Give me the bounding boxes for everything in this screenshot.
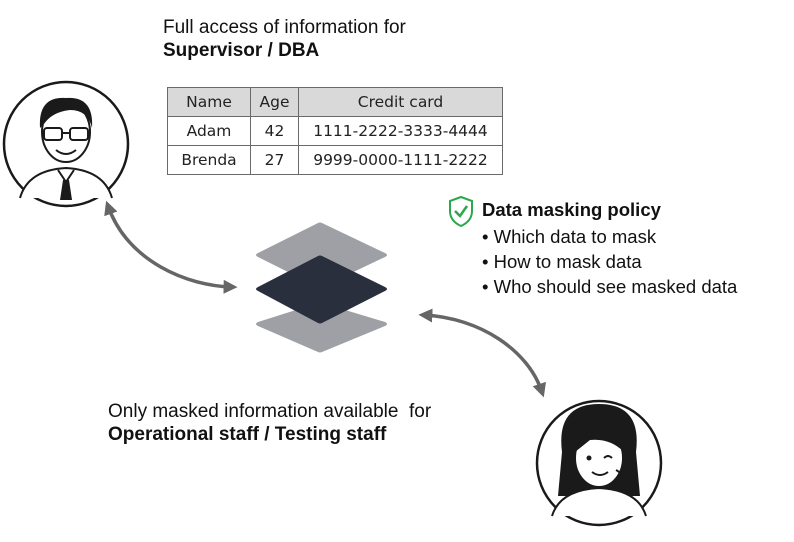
database-layers-icon <box>256 222 387 353</box>
table-row: Adam 42 1111-2222-3333-4444 <box>167 116 503 146</box>
table-cell: 9999-0000-1111-2222 <box>298 145 503 175</box>
policy-list: Which data to mask How to mask data Who … <box>482 224 738 299</box>
supervisor-caption: Full access of information for Superviso… <box>163 16 406 62</box>
supervisor-role: Supervisor / DBA <box>163 40 320 61</box>
staff-role: Operational staff / Testing staff <box>108 424 387 445</box>
full-access-table: Name Age Credit card Adam 42 1111-2222-3… <box>167 87 503 175</box>
table-row: Brenda 27 9999-0000-1111-2222 <box>167 145 503 175</box>
staff-caption-line1: Only masked information available for <box>108 401 432 422</box>
supervisor-caption-line1: Full access of information for <box>163 17 406 38</box>
table-cell: 1111-2222-3333-4444 <box>298 116 503 146</box>
staff-avatar <box>535 399 663 527</box>
policy-item: Which data to mask <box>482 224 737 249</box>
policy-title: Data masking policy <box>482 199 661 220</box>
table-cell: Adam <box>167 116 251 146</box>
staff-caption: Only masked information available for Op… <box>108 400 431 446</box>
table-header-row: Name Age Credit card <box>167 87 503 117</box>
supervisor-arrow <box>104 200 238 294</box>
table-cell: 42 <box>250 116 299 146</box>
policy-item: Who should see masked data <box>482 274 738 299</box>
supervisor-avatar <box>2 80 130 208</box>
column-header: Credit card <box>298 87 503 117</box>
column-header: Age <box>250 87 299 117</box>
column-header: Name <box>167 87 251 117</box>
policy-item: How to mask data <box>482 249 737 274</box>
shield-check-icon <box>449 195 473 228</box>
table-cell: 27 <box>250 145 299 175</box>
staff-arrow <box>418 308 546 398</box>
table-cell: Brenda <box>167 145 251 175</box>
